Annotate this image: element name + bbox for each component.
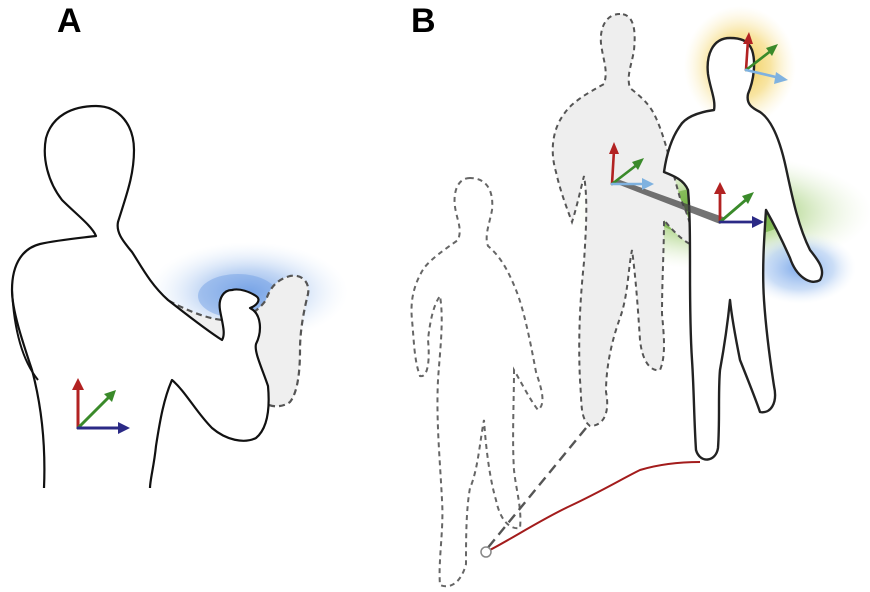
person-a-outline [12, 106, 269, 488]
panel-b [412, 6, 870, 586]
ghost-figure-far [412, 178, 543, 586]
trajectory-start-marker [481, 547, 491, 557]
panel-a [12, 106, 348, 488]
ghost-figure-middle [553, 14, 692, 426]
